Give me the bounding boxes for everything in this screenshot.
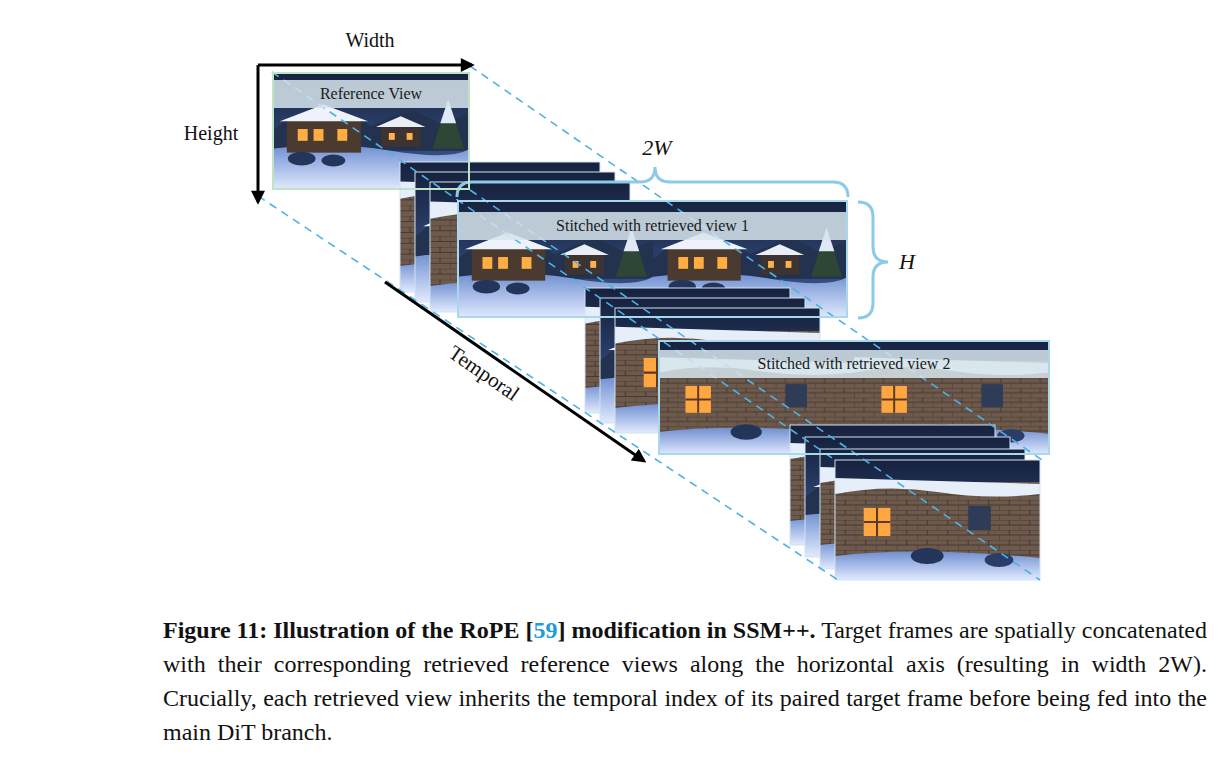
dimension-label: 2W bbox=[642, 136, 671, 160]
frame-title: Reference View bbox=[274, 80, 468, 108]
video-frame: Stitched with retrieved view 1 bbox=[457, 200, 848, 318]
height-brace bbox=[858, 202, 888, 318]
frame-stack bbox=[790, 425, 1040, 580]
axis-label: Width bbox=[345, 28, 394, 52]
axes bbox=[258, 65, 644, 461]
axis-label: Height bbox=[184, 121, 238, 145]
video-frame: Reference View bbox=[272, 72, 470, 190]
frame-title: Stitched with retrieved view 2 bbox=[660, 350, 1048, 378]
dimension-label: H bbox=[899, 250, 915, 274]
video-frame: Stitched with retrieved view 2 bbox=[658, 340, 1050, 455]
figure-caption: Figure 11: Illustration of the RoPE [59]… bbox=[163, 613, 1207, 749]
width-brace bbox=[457, 167, 848, 197]
axis-label: Temporal bbox=[444, 340, 524, 405]
projection-lines bbox=[258, 66, 1042, 580]
frame-title: Stitched with retrieved view 1 bbox=[459, 212, 846, 240]
